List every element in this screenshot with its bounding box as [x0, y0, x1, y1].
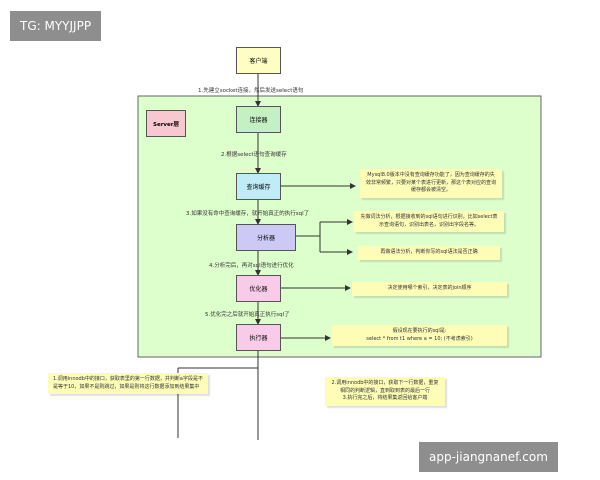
executor-note: 假设现在要执行的sql是: select * from t1 where a =…	[332, 325, 507, 346]
optimizer-note: 决定使用哪个索引，决定表的join顺序	[352, 282, 507, 296]
watermark-bottom: app-jiangnanef.com	[419, 442, 558, 472]
step-1-label: 1.先建立socket连接，然后发送select语句	[198, 88, 304, 94]
step-3-label: 3.如果没有命中查询缓存，就开始真正的执行sql了	[186, 211, 310, 217]
innodb-next-row-line-1: 2.调用innodb中的接口，获取下一行数据，重复相同的判断逻辑，直到取到表的最…	[331, 380, 439, 394]
step-4-label: 4.分析完后，再对sql语句进行优化	[209, 263, 294, 269]
innodb-next-row-note: 2.调用innodb中的接口，获取下一行数据，重复相同的判断逻辑，直到取到表的最…	[325, 377, 445, 406]
executor-node: 执行器	[236, 324, 281, 351]
lexical-analysis-note: 先做词法分析，根据接收到的sql语句进行识别，比如select表示查询语句，识别…	[354, 211, 504, 232]
optimizer-node: 优化器	[236, 275, 281, 302]
analyzer-node: 分析器	[236, 224, 296, 251]
step-5-label: 5.优化完之后就开始真正执行sql了	[205, 312, 290, 318]
syntax-analysis-note: 再做语法分析，判断你写的sql语法是否正确	[358, 246, 500, 260]
query-cache-node: 查询缓存	[236, 173, 281, 200]
innodb-next-row-line-2: 3.执行完之后，将结果集返回给客户端	[342, 395, 428, 401]
cache-note: Mysql8.0版本中没有查询缓存功能了，因为查询缓存的失效非常频繁，只要对某个…	[360, 169, 502, 198]
executor-note-line-1: 假设现在要执行的sql是:	[392, 328, 447, 334]
innodb-first-row-note: 1.调用innodb中的接口，获取表里的第一行数据，并判断a字段是不是等于10，…	[48, 373, 208, 394]
step-2-label: 2.根据select语句查询缓存	[221, 152, 287, 158]
server-layer-label: Server层	[146, 110, 186, 137]
watermark-top: TG: MYYJJPP	[10, 11, 102, 41]
client-node: 客户端	[236, 47, 281, 74]
connector-node: 连接器	[236, 106, 281, 133]
executor-note-line-2: select * from t1 where a = 10; (不考虑索引)	[366, 335, 473, 342]
